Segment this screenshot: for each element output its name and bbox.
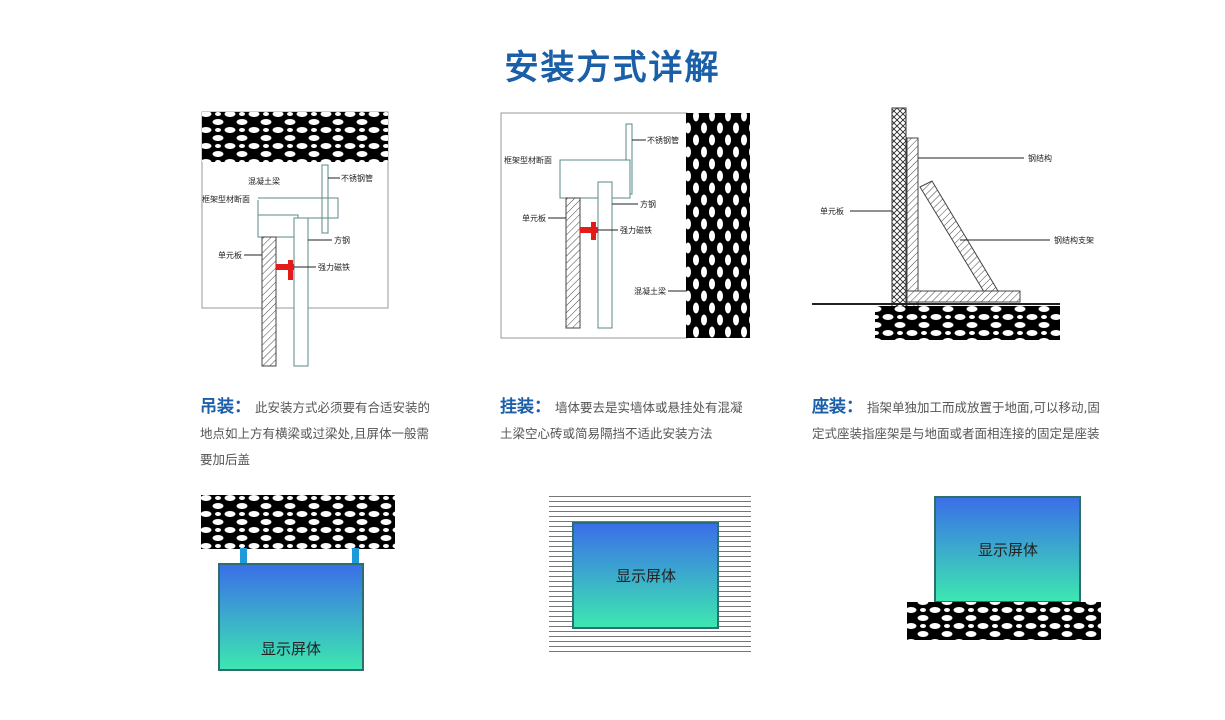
label-frame-section: 框架型材断面 xyxy=(202,194,250,204)
concrete-beam-block xyxy=(202,112,388,162)
screen-body xyxy=(572,522,719,629)
seat-screen-diagram: 显示屏体 xyxy=(907,496,1101,640)
unit-panel xyxy=(565,197,581,329)
hanging-detail-diagram: 混凝土梁 不锈钢管 框架型材断面 方钢 单元板 强力磁铁 xyxy=(201,111,389,367)
label-steel-structure: 钢结构 xyxy=(1028,153,1052,163)
method-hanging-text: 此安装方式必须要有合适安装的地点如上方有横梁或过梁处,且屏体一般需要加后盖 xyxy=(200,400,430,467)
label-magnet: 强力磁铁 xyxy=(318,262,350,272)
label-magnet: 强力磁铁 xyxy=(620,225,652,235)
label-concrete-beam: 混凝土梁 xyxy=(248,176,280,186)
steel-support xyxy=(919,180,999,296)
method-seat-text: 指架单独加工而成放置于地面,可以移动,固定式座装指座架是与地面或者面相连接的固定… xyxy=(812,400,1100,441)
ceiling-beam xyxy=(201,495,395,549)
method-seat-title: 座装： xyxy=(812,397,863,417)
square-steel xyxy=(293,217,309,367)
magnet xyxy=(276,264,294,270)
floor-block xyxy=(875,306,1060,340)
floor-seat-detail-diagram: 单元板 钢结构 钢结构支架 xyxy=(812,107,1094,340)
frame-section xyxy=(559,159,631,199)
screen-body-label: 显示屏体 xyxy=(616,567,676,585)
wall-mount-detail-diagram: 不锈钢管 框架型材断面 方钢 单元板 强力磁铁 混凝土梁 xyxy=(500,112,750,339)
label-concrete-beam: 混凝土梁 xyxy=(634,286,666,296)
method-wall-title: 挂装： xyxy=(500,397,551,417)
screen-body-label: 显示屏体 xyxy=(261,640,321,658)
ground-block xyxy=(907,602,1101,640)
label-square-steel: 方钢 xyxy=(640,199,656,209)
concrete-wall-block xyxy=(686,113,750,338)
label-stainless-pipe: 不锈钢管 xyxy=(341,173,373,183)
frame-section xyxy=(257,214,299,238)
hanger-right xyxy=(352,548,359,566)
label-frame-section: 框架型材断面 xyxy=(504,155,552,165)
label-unit-panel: 单元板 xyxy=(820,206,844,216)
steel-base xyxy=(906,290,1021,303)
magnet xyxy=(580,227,598,233)
method-seat-description: 座装： 指架单独加工而成放置于地面,可以移动,固定式座装指座架是与地面或者面相连… xyxy=(812,394,1102,447)
square-steel xyxy=(597,181,613,329)
method-wall-description: 挂装： 墙体要去是实墙体或悬挂处有混凝土梁空心砖或简易隔挡不适此安装方法 xyxy=(500,394,750,447)
hanging-screen-diagram: 显示屏体 xyxy=(201,495,395,671)
method-wall-text: 墙体要去是实墙体或悬挂处有混凝土梁空心砖或简易隔挡不适此安装方法 xyxy=(500,400,743,441)
page-title: 安装方式详解 xyxy=(504,48,721,88)
label-unit-panel: 单元板 xyxy=(522,213,546,223)
steel-structure xyxy=(906,137,919,309)
screen-body xyxy=(218,563,364,671)
unit-panel xyxy=(261,236,277,367)
stainless-pipe xyxy=(321,164,329,234)
hanger-left xyxy=(240,548,247,566)
screen-body xyxy=(934,496,1081,603)
unit-panel xyxy=(891,107,907,309)
label-stainless-pipe: 不锈钢管 xyxy=(647,135,679,145)
label-unit-panel: 单元板 xyxy=(218,250,242,260)
method-hanging-title: 吊装： xyxy=(200,397,251,417)
label-steel-support: 钢结构支架 xyxy=(1054,235,1094,245)
method-hanging-description: 吊装： 此安装方式必须要有合适安装的地点如上方有横梁或过梁处,且屏体一般需要加后… xyxy=(200,394,440,473)
wall-screen-diagram: 显示屏体 xyxy=(549,495,751,653)
label-square-steel: 方钢 xyxy=(334,235,350,245)
screen-body-label: 显示屏体 xyxy=(978,541,1038,559)
